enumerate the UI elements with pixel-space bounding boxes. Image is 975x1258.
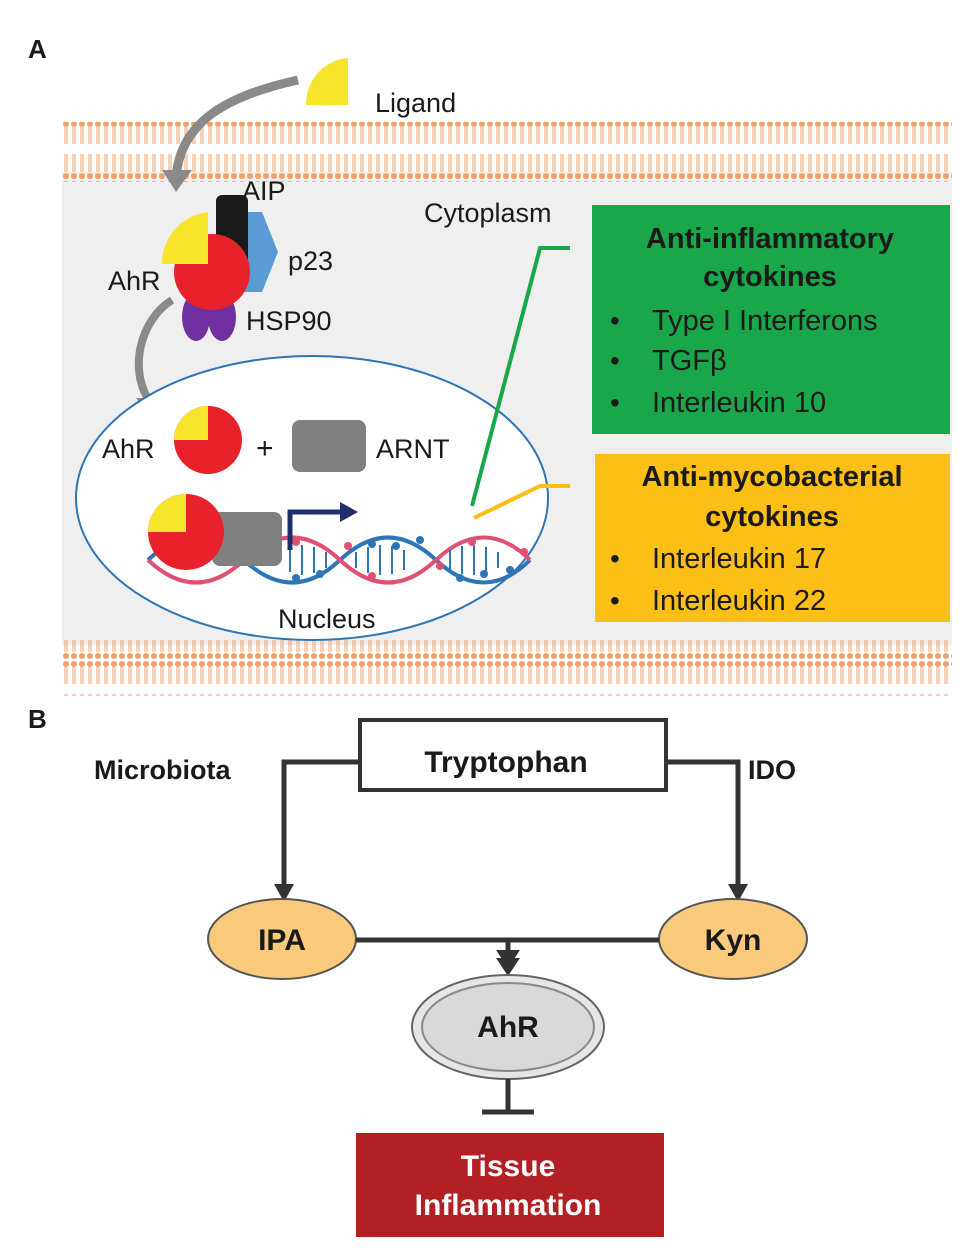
plus-sign: +	[256, 432, 274, 465]
ligand-arrow	[171, 75, 299, 179]
cytoplasm-label: Cytoplasm	[424, 198, 552, 228]
kyn-label: Kyn	[705, 924, 762, 957]
tryptophan-box	[358, 718, 668, 792]
transcription-arrowhead	[340, 502, 358, 522]
green-connector	[470, 246, 570, 507]
bullet: •	[610, 305, 620, 336]
ahr-nucleus-ligand	[174, 406, 208, 440]
membrane-top	[62, 122, 952, 182]
ligand-shape	[305, 58, 348, 105]
anti-mycobacterial-title-1: Anti-mycobacterial	[641, 461, 902, 493]
arnt-label: ARNT	[376, 434, 450, 464]
bullet: •	[610, 345, 620, 376]
ido-arrowhead	[728, 884, 748, 902]
ido-path	[666, 759, 741, 890]
bullet: •	[610, 585, 620, 616]
nucleus	[75, 355, 549, 641]
ido-label: IDO	[748, 755, 796, 785]
tissue-inflammation-box	[356, 1133, 664, 1237]
anti-inflammatory-item-1: Type I Interferons	[652, 305, 878, 337]
anti-inflammatory-box	[592, 205, 950, 434]
ahr-dna-ligand	[148, 494, 186, 532]
anti-inflammatory-title-1: Anti-inflammatory	[646, 223, 894, 255]
anti-mycobacterial-item-2: Interleukin 22	[652, 585, 826, 617]
ahr-node-inner	[421, 982, 595, 1072]
ligand-label: Ligand	[375, 88, 456, 118]
panel-a-label: A	[28, 34, 47, 64]
bullet: •	[610, 387, 620, 418]
panel-b-label: B	[28, 704, 47, 734]
transcription-arrow	[287, 509, 344, 550]
ahr-arrowhead-2	[496, 958, 520, 976]
tryptophan-label: Tryptophan	[424, 746, 587, 779]
tissue-inflammation-line-2: Inflammation	[415, 1189, 602, 1222]
ipa-label: IPA	[258, 924, 306, 957]
orange-connector	[473, 484, 570, 520]
tissue-inflammation-line-1: Tissue	[461, 1150, 556, 1183]
microbiota-arrowhead	[274, 884, 294, 902]
hsp90-label: HSP90	[246, 306, 332, 336]
ahr-complex-label: AhR	[108, 266, 161, 296]
microbiota-label: Microbiota	[94, 755, 231, 785]
ligand-bound-shape	[161, 212, 208, 264]
anti-inflammatory-title-2: cytokines	[703, 261, 837, 293]
ligand-arrowhead	[162, 170, 192, 192]
anti-mycobacterial-box	[595, 454, 950, 622]
bullet: •	[610, 543, 620, 574]
arnt-dna-shape	[212, 512, 282, 566]
anti-mycobacterial-title-2: cytokines	[705, 501, 839, 533]
nucleus-label: Nucleus	[278, 604, 376, 634]
microbiota-path	[281, 759, 360, 890]
anti-inflammatory-item-2: TGFβ	[652, 345, 727, 377]
p23-label: p23	[288, 246, 333, 276]
membrane-bottom	[62, 640, 952, 696]
arnt-shape	[292, 420, 366, 472]
anti-inflammatory-item-3: Interleukin 10	[652, 387, 826, 419]
translocation-arrow	[134, 296, 175, 405]
ahr-node-label: AhR	[477, 1011, 539, 1044]
aip-label: AIP	[242, 176, 286, 206]
ahr-nucleus-label: AhR	[102, 434, 155, 464]
anti-mycobacterial-item-1: Interleukin 17	[652, 543, 826, 575]
